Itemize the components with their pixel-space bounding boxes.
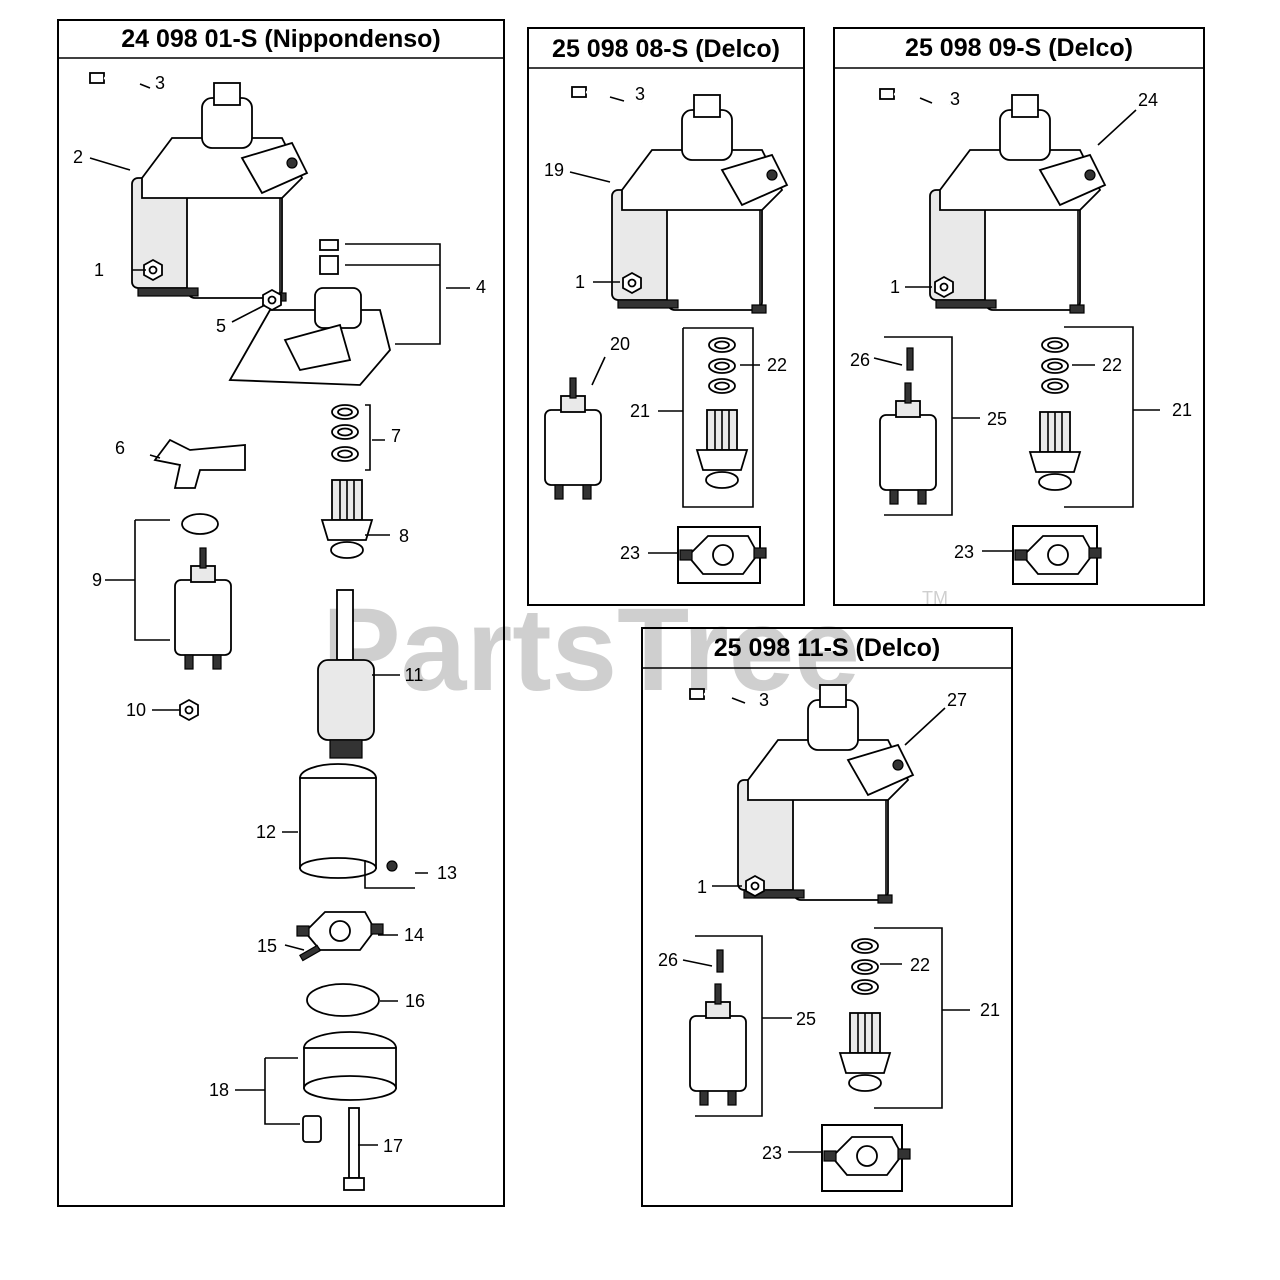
snap-ring-part <box>1041 358 1069 374</box>
callout-label: 1 <box>94 260 104 280</box>
brush-holder-part <box>296 911 384 951</box>
callout-label: 24 <box>1138 90 1158 110</box>
callout-label: 22 <box>1102 355 1122 375</box>
shift-lever-part <box>153 438 246 489</box>
nut-part <box>934 276 954 298</box>
pinion-drive-part <box>839 1012 891 1092</box>
callout-label: 21 <box>980 1000 1000 1020</box>
callout-label: 15 <box>257 936 277 956</box>
callout-label: 3 <box>950 89 960 109</box>
callout-label: 23 <box>620 543 640 563</box>
washer-part <box>1041 337 1069 353</box>
panel-frame <box>527 27 805 606</box>
callout-label: 1 <box>890 277 900 297</box>
snap-ring-part <box>331 424 359 440</box>
callout-label: 8 <box>399 526 409 546</box>
panel-frame <box>57 19 505 1207</box>
brush-holder-part <box>679 535 767 575</box>
panel-title: 24 098 01-S (Nippondenso) <box>121 25 441 53</box>
callout-label: 20 <box>610 334 630 354</box>
callout-label: 22 <box>910 955 930 975</box>
snap-ring-part <box>708 358 736 374</box>
snap-ring-part <box>851 959 879 975</box>
nut-part <box>143 259 163 281</box>
pinion-drive-part <box>1029 411 1081 491</box>
drive-end-housing-part <box>228 287 391 386</box>
nut-part <box>622 272 642 294</box>
panel-frame <box>833 27 1205 606</box>
callout-label: 23 <box>954 542 974 562</box>
panel-title: 25 098 08-S (Delco) <box>552 35 780 63</box>
armature-part <box>317 589 375 759</box>
through-bolt-part <box>343 1107 365 1191</box>
solenoid-part <box>879 382 937 505</box>
callout-label: 1 <box>575 272 585 292</box>
callout-label: 3 <box>759 690 769 710</box>
nut-part <box>745 875 765 897</box>
panel-delco-09: 25 098 09-S (Delco) 1 3 21 22 23 24 25 2… <box>833 27 1205 606</box>
callout-label: 10 <box>126 700 146 720</box>
solenoid-part <box>544 377 602 500</box>
callout-label: 13 <box>437 863 457 883</box>
brush-holder-part <box>1014 535 1102 575</box>
pin-part <box>906 347 914 371</box>
washer-part <box>1041 378 1069 394</box>
panel-delco-11: 25 098 11-S (Delco) 1 3 21 22 23 25 26 2… <box>641 627 1013 1207</box>
bolt-part <box>878 87 952 106</box>
callout-label: 23 <box>762 1143 782 1163</box>
watermark-trademark: TM <box>922 588 948 608</box>
washer-part <box>851 938 879 954</box>
callout-label: 26 <box>658 950 678 970</box>
panel-title: 25 098 11-S (Delco) <box>714 634 941 662</box>
solenoid-part <box>174 547 232 670</box>
callout-label: 22 <box>767 355 787 375</box>
pinion-drive-part <box>696 409 748 489</box>
brush-plate-part <box>306 983 380 1017</box>
callout-label: 16 <box>405 991 425 1011</box>
callout-label: 5 <box>216 316 226 336</box>
panel-nippondenso: 24 098 01-S (Nippondenso) <box>57 19 505 1207</box>
callout-label: 17 <box>383 1136 403 1156</box>
washer-part <box>851 979 879 995</box>
callout-label: 25 <box>796 1009 816 1029</box>
solenoid-part <box>689 983 747 1106</box>
callout-label: 18 <box>209 1080 229 1100</box>
callout-label: 21 <box>630 401 650 421</box>
callout-label: 2 <box>73 147 83 167</box>
pin-part <box>716 949 724 973</box>
callout-label: 9 <box>92 570 102 590</box>
brush-holder-part <box>823 1136 911 1176</box>
washer-part <box>708 337 736 353</box>
starter-motor-part <box>737 684 914 904</box>
callout-label: 11 <box>405 665 424 685</box>
callout-label: 14 <box>404 925 424 945</box>
callout-label: 25 <box>987 409 1007 429</box>
panel-delco-08: 25 098 08-S (Delco) 1 3 19 20 21 22 23 <box>527 27 805 606</box>
washer-part <box>331 446 359 462</box>
bolt-part <box>88 71 162 90</box>
callout-label: 12 <box>256 822 276 842</box>
callout-label: 4 <box>476 277 486 297</box>
callout-label: 3 <box>155 73 165 93</box>
field-frame-part <box>299 763 398 879</box>
starter-motor-part <box>929 94 1106 314</box>
nut-part <box>262 289 282 311</box>
callout-label: 27 <box>947 690 967 710</box>
panel-title: 25 098 09-S (Delco) <box>905 34 1133 62</box>
callout-label: 26 <box>850 350 870 370</box>
callout-label: 19 <box>544 160 564 180</box>
bolt-part <box>570 85 644 104</box>
callout-label: 6 <box>115 438 125 458</box>
panel-frame <box>641 627 1013 1207</box>
callout-label: 7 <box>391 426 401 446</box>
pinion-drive-part <box>321 479 373 559</box>
end-cover-part <box>303 1031 397 1101</box>
nut-part <box>179 699 199 721</box>
callout-label: 21 <box>1172 400 1192 420</box>
washer-part <box>331 404 359 420</box>
callout-label: 1 <box>697 877 707 897</box>
callout-label: 3 <box>635 84 645 104</box>
washer-part <box>708 378 736 394</box>
